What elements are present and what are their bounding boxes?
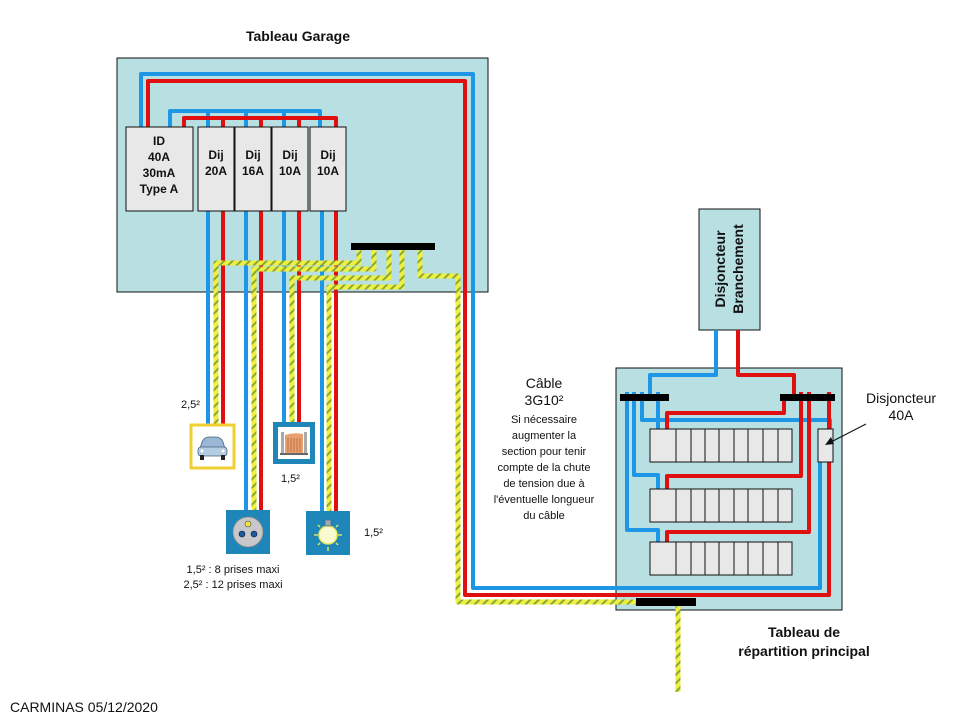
main-earth-bar	[636, 598, 696, 606]
breaker-row-1	[649, 428, 793, 463]
main-phase-bar	[780, 394, 835, 401]
breaker-module[interactable]	[649, 541, 677, 576]
breaker-16a-label-1: Dij	[245, 148, 260, 162]
breaker-10a-gate-label-2: 10A	[279, 164, 301, 178]
rcd-breaker[interactable]	[125, 126, 194, 212]
breaker-module[interactable]	[718, 488, 735, 523]
breaker-module[interactable]	[733, 541, 749, 576]
breaker-40a-pointer	[828, 423, 867, 444]
breaker-module[interactable]	[762, 541, 779, 576]
gate-earth-wire	[289, 248, 392, 422]
rcd-label-3: 30mA	[143, 166, 176, 180]
light-earth-wire	[326, 248, 405, 511]
breaker-module[interactable]	[762, 488, 779, 523]
garage-panel-title: Tableau Garage	[246, 28, 350, 44]
rcd-label-4: Type A	[140, 182, 179, 196]
breaker-20a-label-1: Dij	[208, 148, 223, 162]
breaker-module[interactable]	[777, 541, 793, 576]
light-bulb-icon[interactable]	[306, 511, 350, 555]
cable-note-line-2: augmenter la	[512, 430, 577, 442]
breaker-40a-label-1: Disjoncteur	[866, 390, 936, 406]
breaker-module[interactable]	[675, 541, 692, 576]
breaker-module[interactable]	[747, 541, 764, 576]
cable-note-line-5: de tension due à	[503, 478, 585, 490]
branch-breaker[interactable]	[698, 208, 761, 331]
socket-note-2: 2,5² : 12 prises maxi	[183, 579, 282, 591]
cable-note-line-1: Si nécessaire	[511, 414, 577, 426]
breaker-module[interactable]	[690, 428, 706, 463]
breaker-module[interactable]	[733, 428, 749, 463]
breaker-module[interactable]	[704, 488, 720, 523]
breaker-module[interactable]	[704, 541, 720, 576]
breaker-module[interactable]	[762, 428, 779, 463]
footer-author-date: CARMINAS 05/12/2020	[10, 699, 158, 715]
cable-note-title-1: Câble	[526, 375, 563, 391]
breaker-module[interactable]	[777, 488, 793, 523]
breaker-module[interactable]	[675, 428, 692, 463]
breaker-module[interactable]	[747, 488, 764, 523]
breaker-module[interactable]	[718, 541, 735, 576]
breaker-module[interactable]	[649, 488, 677, 523]
main-earth-wire	[417, 248, 640, 605]
main-neutral-bar	[620, 394, 669, 401]
car-charger-icon[interactable]	[189, 423, 236, 470]
breaker-module[interactable]	[690, 541, 706, 576]
breaker-16a-label-2: 16A	[242, 164, 264, 178]
breaker-row-2	[649, 488, 793, 523]
breaker-40a[interactable]	[817, 428, 834, 463]
breaker-10a-light-label-1: Dij	[320, 148, 335, 162]
garage-phase-return	[616, 460, 831, 597]
breaker-module[interactable]	[690, 488, 706, 523]
socket-note-1: 1,5² : 8 prises maxi	[187, 564, 280, 576]
cable-note-line-6: l'éventuelle longueur	[494, 494, 595, 506]
gate-section-label: 1,5²	[281, 473, 300, 485]
garage-breakers: ID 40A 30mA Type A Dij 20A Dij 16A Dij 1…	[125, 126, 347, 212]
breaker-row-3	[649, 541, 793, 576]
breaker-module[interactable]	[704, 428, 720, 463]
cable-note-line-3: section pour tenir	[502, 446, 587, 458]
rcd-label-1: ID	[153, 134, 165, 148]
garage-neutral-return	[616, 460, 822, 590]
breaker-module[interactable]	[675, 488, 692, 523]
main-panel-label-2: répartition principal	[738, 643, 869, 659]
garage-earth-bar	[351, 243, 435, 250]
cable-note-line-4: compte de la chute	[498, 462, 591, 474]
breaker-10a-light-label-2: 10A	[317, 164, 339, 178]
socket-earth-wire	[251, 248, 377, 510]
breaker-module[interactable]	[733, 488, 749, 523]
breaker-40a-label-2: 40A	[889, 407, 915, 423]
breaker-20a[interactable]	[197, 126, 235, 212]
main-phase-in	[736, 330, 796, 399]
main-neutral-in	[648, 330, 718, 399]
branch-breaker-label-2: Branchement	[730, 224, 746, 314]
breaker-module[interactable]	[649, 428, 677, 463]
cable-note-line-7: du câble	[523, 510, 565, 522]
power-socket-icon[interactable]	[226, 510, 270, 554]
branch-breaker-label-1: Disjoncteur	[712, 230, 728, 308]
car-earth-wire	[213, 248, 362, 424]
breaker-10a-gate-label-1: Dij	[282, 148, 297, 162]
breaker-module[interactable]	[718, 428, 735, 463]
breaker-module[interactable]	[747, 428, 764, 463]
light-section-label: 1,5²	[364, 527, 383, 539]
phase-feed-wire	[146, 79, 616, 597]
neutral-feed-wire	[139, 72, 616, 590]
breaker-16a[interactable]	[234, 126, 272, 212]
breaker-20a-label-2: 20A	[205, 164, 227, 178]
breaker-10a-light[interactable]	[309, 126, 347, 212]
main-panel-label-1: Tableau de	[768, 624, 840, 640]
breaker-module[interactable]	[777, 428, 793, 463]
breaker-10a-gate[interactable]	[271, 126, 309, 212]
gate-motor-icon[interactable]	[273, 422, 315, 464]
car-section-label: 2,5²	[181, 399, 200, 411]
cable-note-title-2: 3G10²	[525, 392, 564, 408]
rcd-label-2: 40A	[148, 150, 170, 164]
